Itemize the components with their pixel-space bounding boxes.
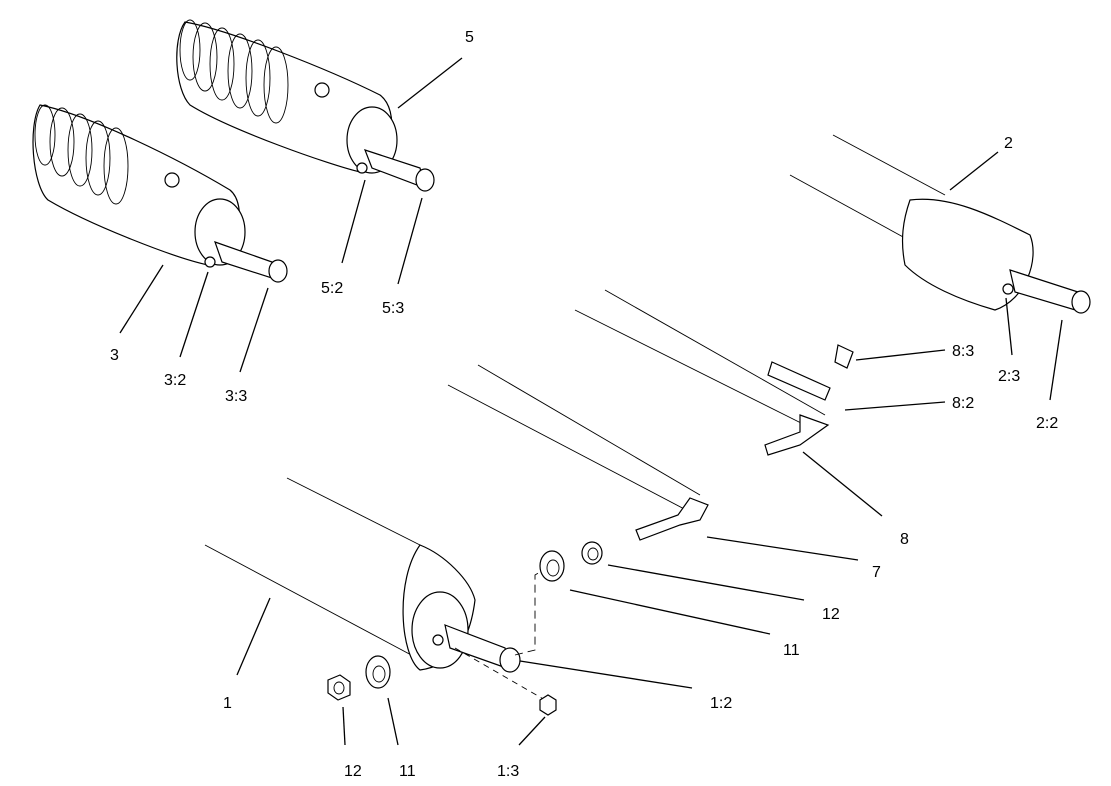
nut-12-lower [327, 674, 351, 701]
washer-12-upper [581, 541, 603, 565]
label-2-2: 2:2 [1036, 415, 1058, 432]
label-1-3: 1:3 [497, 763, 519, 780]
washer-11-lower [365, 655, 391, 689]
label-8-2: 8:2 [952, 395, 974, 412]
part-7-bar [447, 364, 709, 541]
label-12-upper: 12 [822, 606, 840, 623]
label-5-3: 5:3 [382, 300, 404, 317]
leader-lines [119, 57, 1063, 746]
part-8-scraper [574, 289, 854, 456]
label-1-2: 1:2 [710, 695, 732, 712]
label-5-2: 5:2 [321, 280, 343, 297]
label-5: 5 [465, 29, 474, 46]
label-8: 8 [900, 531, 909, 548]
part-2-roller-tube [789, 134, 1091, 314]
label-2-3: 2:3 [998, 368, 1020, 385]
label-11-lower: 11 [399, 763, 416, 780]
label-1: 1 [223, 695, 232, 712]
part-1-roller-tube [204, 477, 553, 701]
label-3-3: 3:3 [225, 388, 247, 405]
washer-11-upper [539, 550, 565, 582]
label-3: 3 [110, 347, 119, 364]
part-5-ribbed-roller [176, 19, 435, 192]
label-8-3: 8:3 [952, 343, 974, 360]
part-3-ribbed-roller [32, 104, 288, 283]
label-7: 7 [872, 564, 881, 581]
nut-1-3 [539, 694, 557, 716]
label-2: 2 [1004, 135, 1013, 152]
label-12-lower: 12 [344, 763, 362, 780]
label-3-2: 3:2 [164, 372, 186, 389]
label-11-upper: 11 [783, 642, 800, 659]
